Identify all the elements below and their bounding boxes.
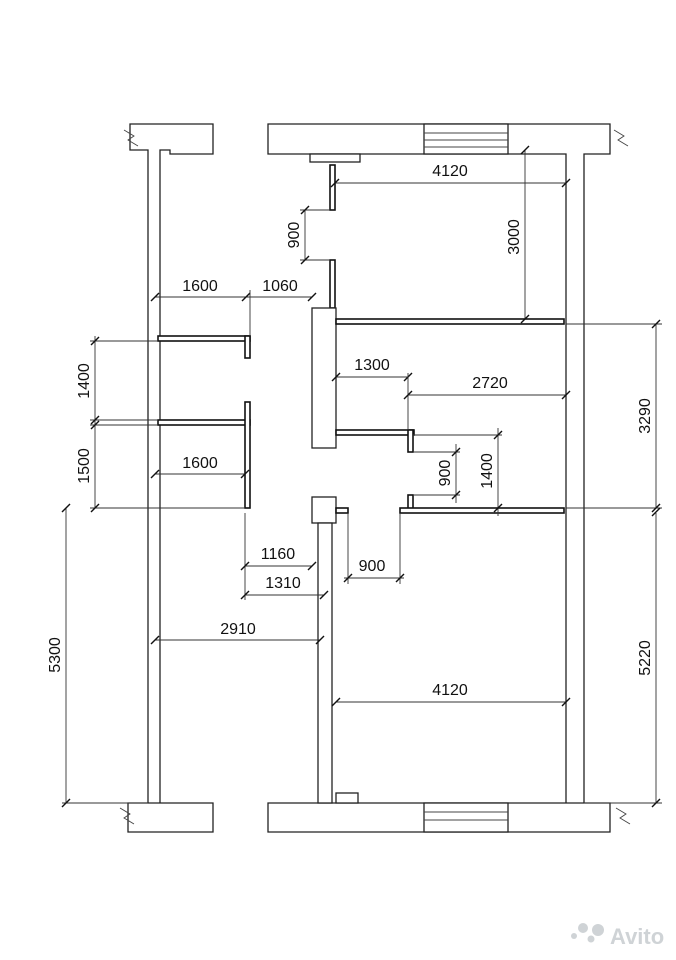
dim-top-door: 900: [286, 222, 303, 249]
dim-right-bottom-height: 5220: [637, 640, 654, 676]
interior-partitions: [157, 153, 565, 804]
dim-mid-wide-width: 2720: [472, 375, 508, 392]
dim-mid-small-width: 1300: [354, 357, 390, 374]
dim-left-mid-width: 1600: [182, 455, 218, 472]
dim-left-bottom-width: 2910: [220, 621, 256, 638]
dimension-lines: [61, 145, 662, 808]
dim-bath-height: 1500: [76, 448, 93, 484]
dim-low-door: 900: [359, 558, 386, 575]
dim-corridor-low-2: 1310: [265, 575, 301, 592]
window-bottom: [423, 802, 509, 833]
window-top: [423, 123, 509, 155]
dim-wc-height: 1400: [76, 363, 93, 399]
exterior-walls: [119, 123, 631, 833]
dim-corridor-top: 1060: [262, 278, 298, 295]
dim-left-bottom-height: 5300: [47, 637, 64, 673]
dim-right-mid-height: 3290: [637, 398, 654, 434]
watermark-text: Avito: [610, 924, 664, 949]
dim-top-width: 4120: [432, 163, 468, 180]
dim-mid-door: 900: [437, 460, 454, 487]
dim-top-wall: 3000: [506, 219, 523, 255]
dim-bottom-width: 4120: [432, 682, 468, 699]
watermark: Avito: [571, 923, 664, 949]
dimension-labels: 4120 900 3000 1600 1060 1400 1500 1600 1…: [47, 163, 654, 699]
dim-mid-height: 1400: [479, 453, 496, 489]
dim-corridor-low-1: 1160: [261, 546, 296, 563]
dim-left-top-width: 1600: [182, 278, 218, 295]
